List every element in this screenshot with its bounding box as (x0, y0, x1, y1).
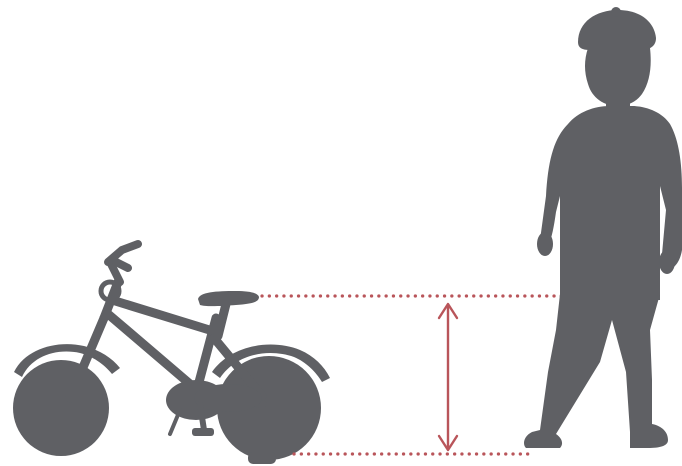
legs (524, 294, 668, 448)
double-arrow-icon (439, 304, 457, 450)
saddle (198, 291, 259, 306)
crank-arm (200, 404, 204, 430)
front-wheel (13, 360, 109, 456)
chain-cover (194, 384, 262, 412)
handlebar (108, 244, 138, 282)
child-silhouette-icon (524, 7, 682, 448)
bicycle-icon (13, 244, 330, 464)
torso (540, 106, 682, 300)
rear-wheel-tab (248, 452, 276, 464)
head (585, 48, 651, 106)
